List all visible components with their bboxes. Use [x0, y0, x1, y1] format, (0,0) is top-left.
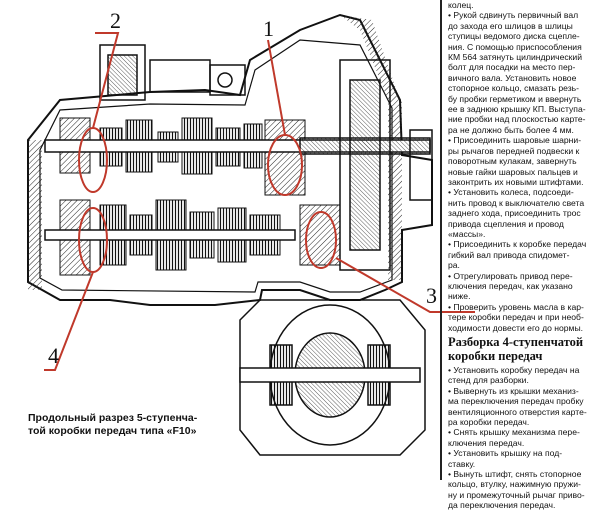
- text-line: вичного вала. Установить новое: [448, 72, 577, 83]
- text-line: • Установить крышку на под-: [448, 448, 563, 459]
- text-line: болт для посадки на место пер-: [448, 62, 576, 73]
- text-line: «массы».: [448, 228, 486, 239]
- text-line: • Вынуть штифт, снять стопорное: [448, 469, 582, 480]
- text-line: да переключения передач.: [448, 500, 556, 511]
- column-divider: [440, 0, 442, 480]
- text-line: ниже.: [448, 291, 471, 302]
- text-line: привода сцепления и провод: [448, 218, 564, 229]
- figure-caption: Продольный разрез 5-ступенча- той коробк…: [28, 412, 228, 438]
- text-line: бу пробки герметиком и ввернуть: [448, 93, 582, 104]
- text-line: • Установить колеса, подсоеди-: [448, 187, 574, 198]
- text-line: • Проверить уровень масла в кар-: [448, 301, 584, 312]
- text-line: • Присоединить шаровые шарни-: [448, 135, 582, 146]
- text-line: ние пробки над плоскостью карте-: [448, 114, 586, 125]
- text-line: законтрить их новыми штифтами.: [448, 176, 584, 187]
- text-line: • Присоединить к коробке передач: [448, 239, 587, 250]
- text-line: ключения передач.: [448, 437, 525, 448]
- callout-label-4: 4: [48, 343, 59, 368]
- heading-line-1: Разборка 4-ступенчатой: [448, 335, 584, 349]
- text-line: ра не должно быть более 4 мм.: [448, 124, 574, 135]
- text-line: ставку.: [448, 458, 476, 469]
- text-line: тере коробки передач и при необ-: [448, 312, 584, 323]
- text-line: ры рычагов передней подвески к: [448, 145, 580, 156]
- text-line: колец.: [448, 0, 474, 10]
- primary-shaft: [44, 137, 431, 155]
- shift-mechanism: [99, 44, 246, 101]
- text-line: ра.: [448, 260, 460, 271]
- heading-line-2: коробки передач: [448, 349, 543, 363]
- text-line: ее в заднюю крышку КП. Выступа-: [448, 104, 586, 115]
- text-line: ма переключения передач пробку: [448, 396, 584, 407]
- text-line: новые гайки шаровых пальцев и: [448, 166, 578, 177]
- text-line: ну и промежуточный рычаг приво-: [448, 489, 585, 500]
- callout-circle-2: [78, 127, 108, 193]
- caption-line-1: Продольный разрез 5-ступенча-: [28, 412, 198, 424]
- text-line: • Вывернуть из крышки механиз-: [448, 385, 579, 396]
- text-line: нить провод к выключателю света: [448, 197, 585, 208]
- text-line: вентиляционного отверстия карте-: [448, 406, 587, 417]
- text-line: • Снять крышку механизма пере-: [448, 427, 580, 438]
- callout-leaders: [44, 32, 475, 371]
- text-line: • Установить коробку передач на: [448, 365, 580, 375]
- text-line: до захода его шлицов в шлицы: [448, 20, 573, 31]
- secondary-shaft: [44, 229, 296, 241]
- text-line: КМ 564 затянуть цилиндрический: [448, 52, 583, 63]
- text-line: кольцо, втулку, нажимную пружи-: [448, 479, 581, 490]
- section-heading: Разборка 4-ступенчатой коробки передач: [448, 335, 608, 363]
- text-line: ра коробки передач.: [448, 417, 530, 428]
- bell-housing-wall: [340, 15, 400, 100]
- text-line: гибкий вал привода спидомет-: [448, 249, 570, 260]
- text-line: • Отрегулировать привод пере-: [448, 270, 573, 281]
- clutch-assembly: [339, 59, 433, 271]
- text-line: стопорное кольцо, смазать резь-: [448, 83, 580, 94]
- callout-circle-3: [305, 211, 337, 269]
- caption-line-2: той коробки передач типа «F10»: [28, 425, 197, 437]
- differential: [239, 299, 426, 456]
- housing-wall-left: [28, 140, 42, 290]
- text-line: ступицы ведомого диска сцепле-: [448, 31, 580, 42]
- manual-page: 1 2 3 4 Продольный разрез 5-ступенча- то…: [27, 0, 608, 510]
- text-line: стенд для разборки.: [448, 375, 529, 386]
- gearbox-cross-section-drawing: [27, 13, 475, 456]
- text-line: ния. С помощью приспособления: [448, 41, 582, 52]
- text-line: ключения передач, как указано: [448, 280, 573, 291]
- text-line: заднего хода, присоединить трос: [448, 208, 581, 219]
- callout-label-1: 1: [263, 16, 274, 41]
- callout-label-2: 2: [110, 8, 121, 33]
- text-line: • Рукой сдвинуть первичный вал: [448, 10, 579, 21]
- text-line: поворотным кулакам, завернуть: [448, 156, 577, 167]
- text-line: ходимости довести его до нормы.: [448, 322, 584, 333]
- callout-label-3: 3: [426, 283, 437, 308]
